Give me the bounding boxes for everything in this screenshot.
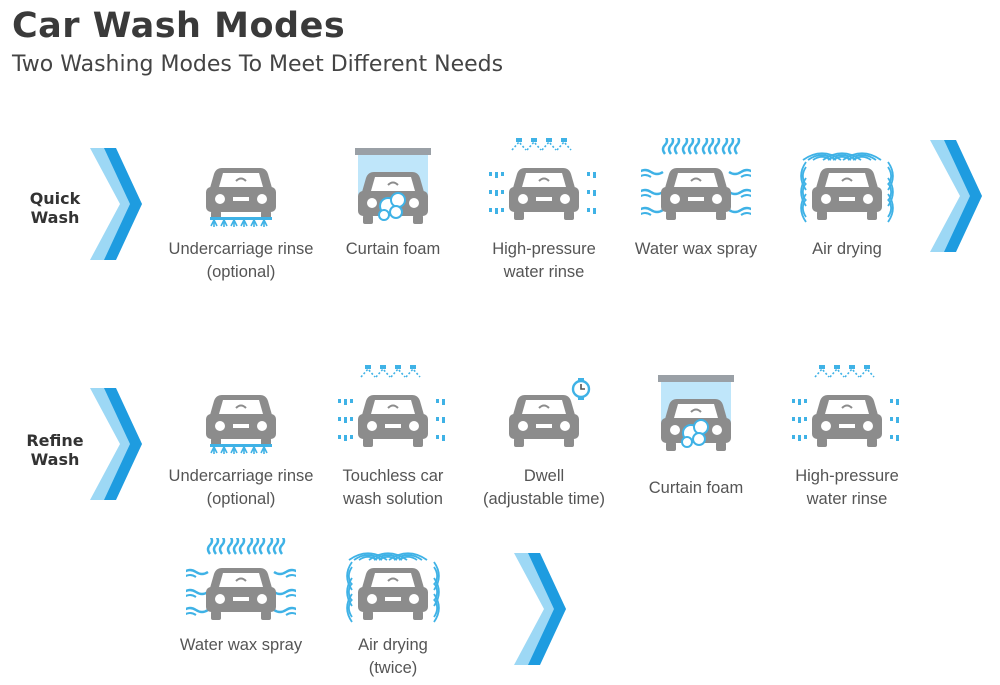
page-subtitle: Two Washing Modes To Meet Different Need… [12,52,504,77]
curtain-foam-icon [641,365,751,455]
air-drying-icon [338,538,448,628]
step-label: High-pressure water rinse [795,467,899,508]
dwell-timer-icon [489,365,599,455]
quick-wash-label-line1: Quick [29,189,81,208]
chevron-icon [514,553,566,665]
step-label: Water wax spray [634,240,758,258]
curtain-foam-icon [338,138,448,228]
undercarriage-rinse-icon [186,138,296,228]
quick-wash-label-line2: Wash [30,208,80,227]
undercarriage-rinse-icon [186,365,296,455]
step-label: Undercarriage rinse (optional) [168,240,314,281]
refine-wash-label: Refine Wash [20,431,90,469]
water-wax-spray-icon [638,135,754,228]
quick-wash-label: Quick Wash [22,189,88,227]
chevron-icon [90,148,142,260]
step-label: Curtain foam [345,240,441,258]
chevron-icon [930,140,982,252]
chevron-icon [90,388,142,500]
water-wax-spray-icon [183,535,299,628]
step-label: Water wax spray [179,636,303,654]
touchless-solution-icon [332,365,457,455]
step-label: Touchless car wash solution [342,467,444,508]
step-label: Air drying [812,240,882,258]
high-pressure-rinse-icon [786,365,911,455]
page-title: Car Wash Modes [12,6,346,46]
step-label: Curtain foam [648,479,744,497]
air-drying-icon [792,138,902,228]
step-label: Undercarriage rinse (optional) [168,467,314,508]
refine-wash-label-line1: Refine [26,431,84,450]
step-label: High-pressure water rinse [492,240,596,281]
step-label: Air drying (twice) [358,636,428,677]
refine-wash-label-line2: Wash [30,450,80,469]
high-pressure-rinse-icon [483,138,608,228]
step-label: Dwell (adjustable time) [483,467,605,508]
